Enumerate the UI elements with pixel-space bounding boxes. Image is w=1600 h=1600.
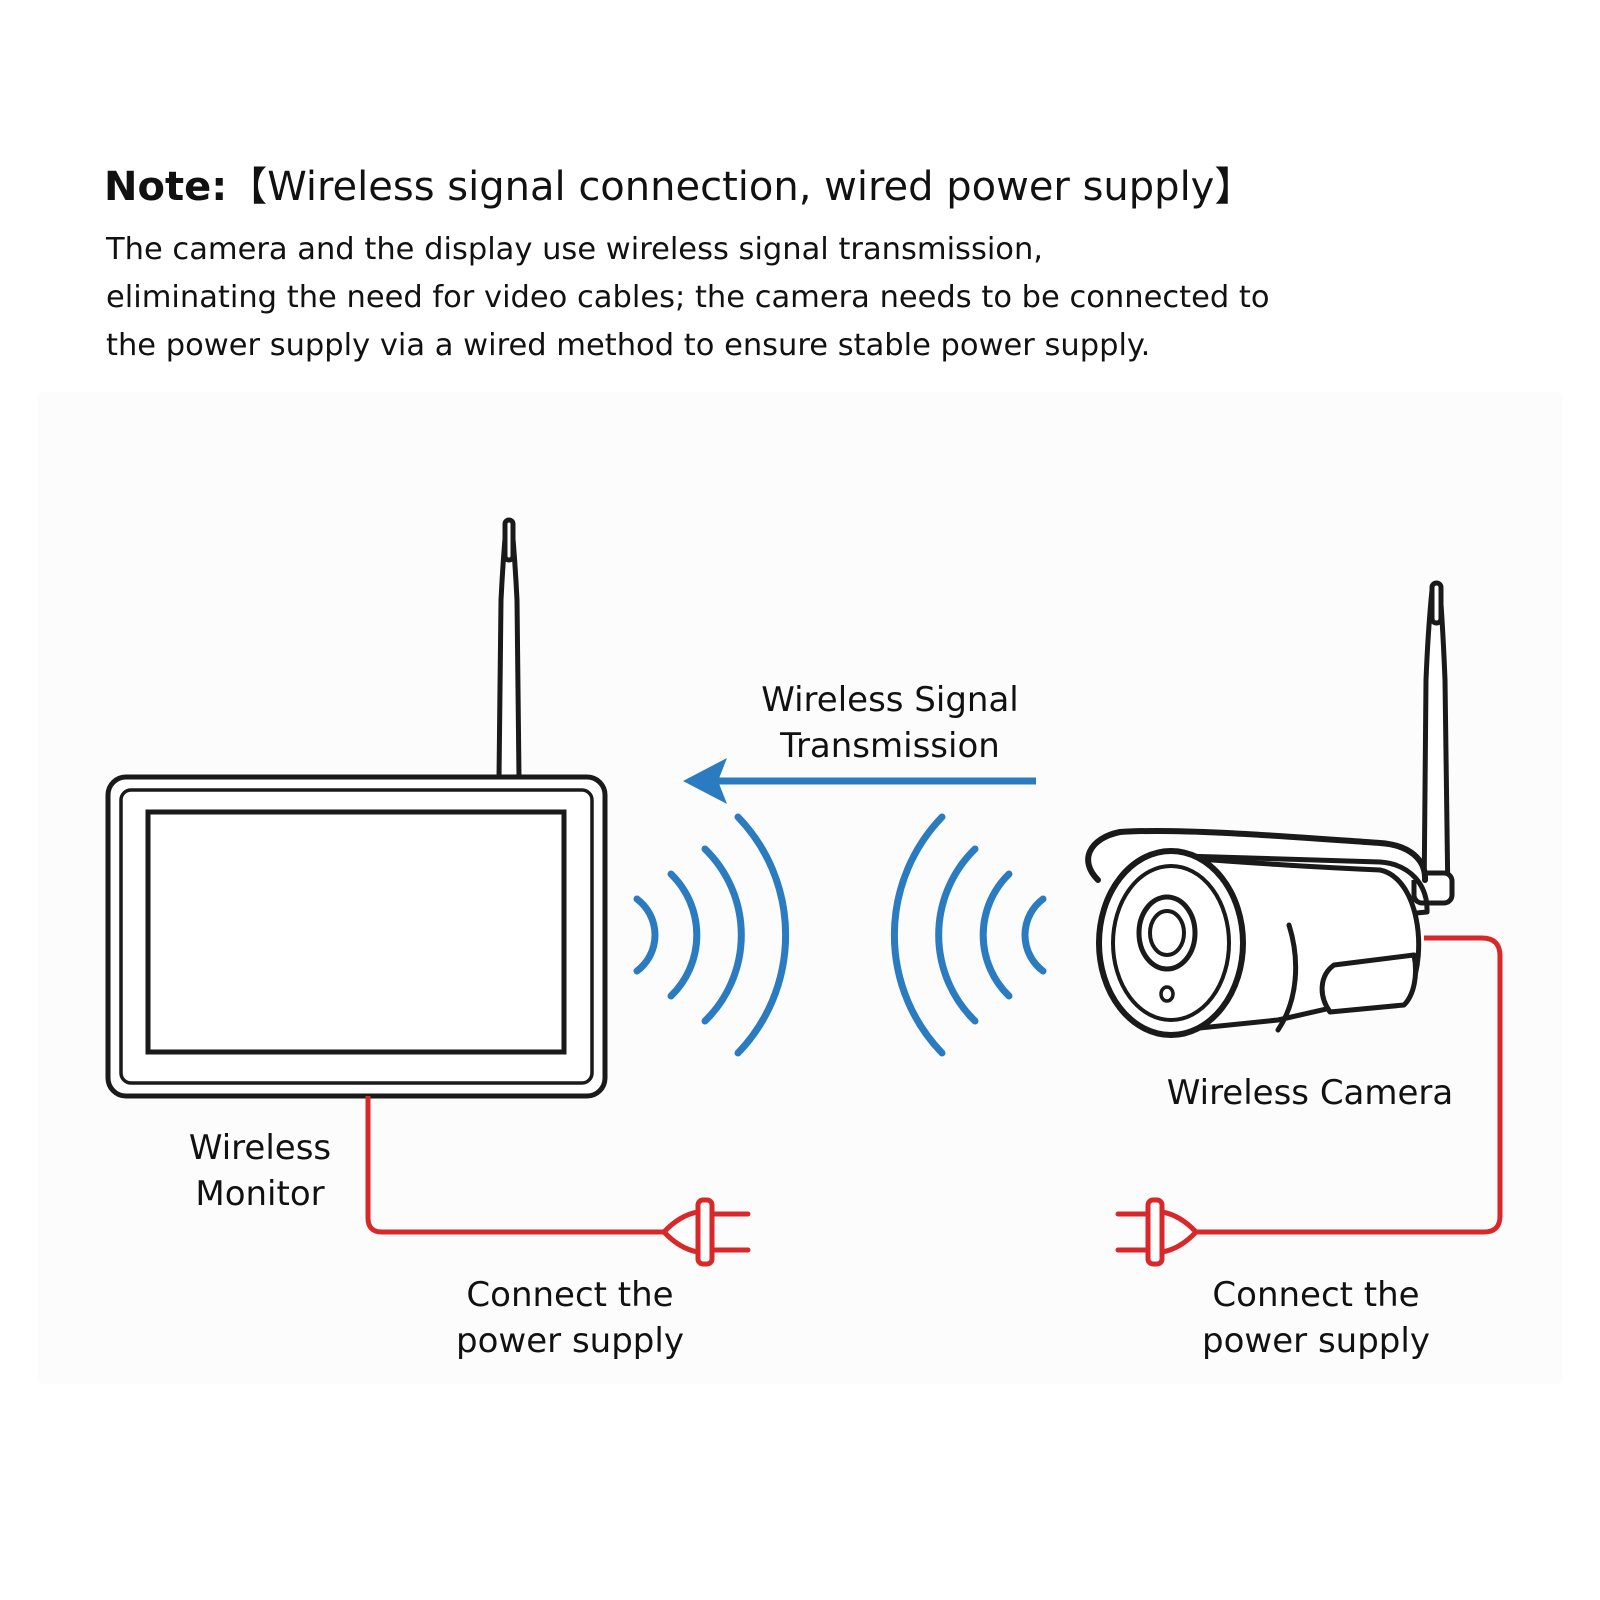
monitor-plug-icon — [661, 1197, 751, 1267]
monitor-power-cable — [365, 1096, 664, 1235]
note-body: The camera and the display use wireless … — [106, 226, 1270, 370]
monitor-icon — [105, 774, 608, 1099]
monitor-label-line: Wireless — [188, 1128, 332, 1168]
camera-antenna-icon — [1411, 580, 1455, 906]
camera-power-label-line: Connect the — [1212, 1275, 1420, 1315]
camera-signal-icon — [890, 813, 1047, 1057]
monitor-signal-icon — [633, 813, 790, 1057]
note-body-line: the power supply via a wired method to e… — [106, 328, 1151, 363]
camera-power-label: Connect the power supply — [1166, 1272, 1466, 1364]
signal-label: Wireless Signal Transmission — [700, 677, 1080, 769]
note-body-line: The camera and the display use wireless … — [106, 232, 1043, 267]
signal-label-line: Transmission — [780, 726, 1000, 766]
monitor-label-line: Monitor — [195, 1174, 325, 1214]
camera-icon — [1085, 827, 1430, 1038]
monitor-power-label-line: Connect the — [466, 1275, 674, 1315]
monitor-antenna-icon — [496, 517, 522, 781]
camera-label-line: Wireless Camera — [1166, 1073, 1454, 1113]
camera-plug-icon — [1115, 1197, 1199, 1267]
note-title: 【Wireless signal connection, wired power… — [227, 164, 1255, 210]
camera-label: Wireless Camera — [1120, 1070, 1500, 1116]
camera-power-label-line: power supply — [1202, 1321, 1430, 1361]
monitor-power-label: Connect the power supply — [420, 1272, 720, 1364]
camera-power-cable — [1196, 935, 1503, 1235]
note-label: Note: — [104, 164, 228, 210]
monitor-power-label-line: power supply — [456, 1321, 684, 1361]
signal-label-line: Wireless Signal — [761, 680, 1019, 720]
note-heading: Note:【Wireless signal connection, wired … — [104, 160, 1254, 214]
note-body-line: eliminating the need for video cables; t… — [106, 280, 1270, 315]
signal-arrow-icon — [683, 758, 1036, 804]
monitor-label: Wireless Monitor — [140, 1125, 380, 1217]
